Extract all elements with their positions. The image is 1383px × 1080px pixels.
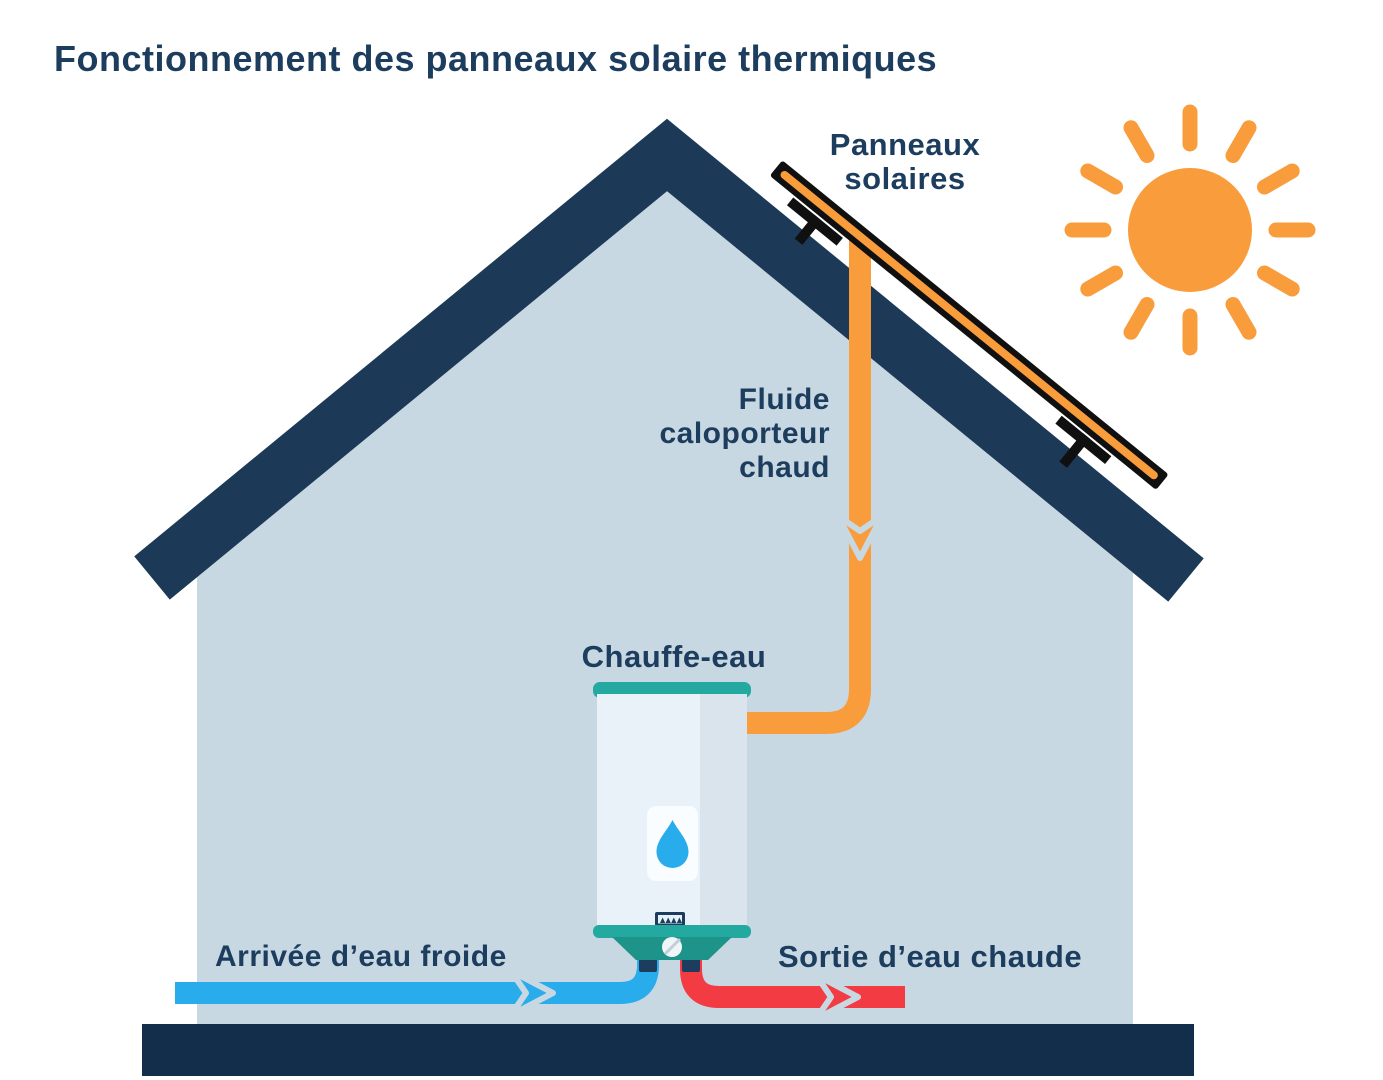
right-arrow-cold-icon [508,968,556,1018]
roof [134,118,1204,602]
panel-strut-leg [794,214,822,245]
right-arrow-hot-icon [813,972,861,1022]
label-hot-water-out: Sortie d’eau chaude [778,939,1082,974]
heater-body-shade [700,694,747,925]
heater-knob-slot [664,938,681,955]
sun-rays [1064,104,1316,356]
sun-disc [1128,168,1252,292]
panel-strut-leg [1059,432,1091,468]
label-water-heater: Chauffe-eau [582,639,767,674]
panel-absorber-stripe [780,170,1158,480]
label-cold-water-in: Arrivée d’eau froide [215,940,507,973]
hot-fluid-pipe [740,240,871,734]
label-heat-fluid: Fluide caloporteur chaud [659,383,830,484]
heater-bottom-lip [593,925,751,938]
label-solar-panels: Panneaux solaires [830,127,981,196]
heater-vent-screen [658,915,682,924]
page-title: Fonctionnement des panneaux solaire ther… [54,38,937,79]
label-solar-panels-line1: Panneaux [830,127,981,162]
down-arrow-icon [835,513,885,561]
label-heat-fluid-line1: Fluide [739,383,830,416]
label-heat-fluid-line3: chaud [739,451,830,484]
label-solar-panels-line2: solaires [844,161,965,196]
solar-panel [770,161,1168,489]
ground [142,1024,1194,1076]
water-heater [593,682,751,972]
sun-icon [1064,104,1316,356]
heater-vent-marks [660,917,682,923]
house-body [197,191,1133,1025]
water-drop-icon [656,820,689,868]
label-heat-fluid-line2: caloporteur [659,417,830,450]
